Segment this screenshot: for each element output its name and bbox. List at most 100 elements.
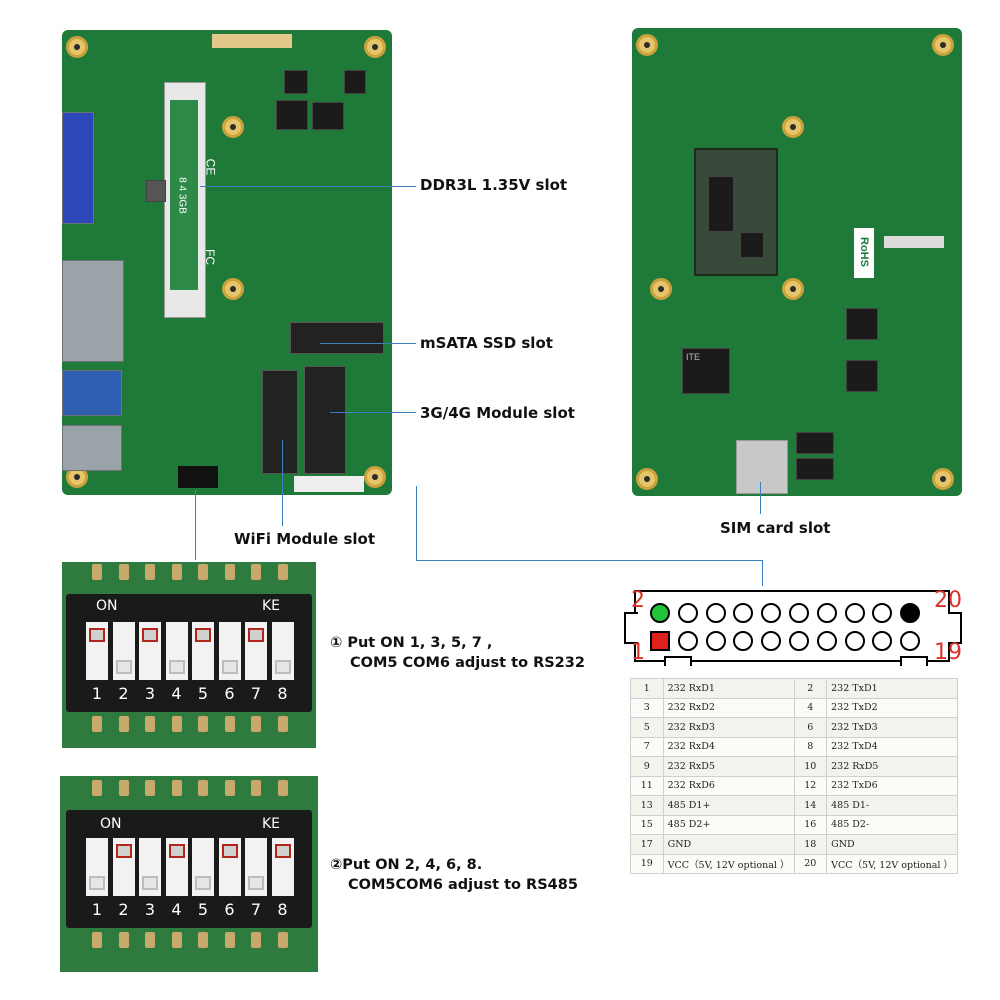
pin-label-19: 19 <box>934 640 962 665</box>
rs232-note-line2: COM5 COM6 adjust to RS232 <box>350 655 585 671</box>
rohs-text: RoHS <box>858 237 870 267</box>
pin-number-cell: 2 <box>793 678 828 699</box>
rohs-label: RoHS <box>854 228 874 278</box>
pin-number-cell: 9 <box>630 756 664 777</box>
mount-hole <box>932 34 954 56</box>
connector-pin-14 <box>816 603 837 623</box>
signal-cell: VCC（5V, 12V optional ） <box>662 853 795 874</box>
connector-pin-3 <box>677 631 698 651</box>
dip-switch-number: 1 <box>91 900 103 919</box>
signal-cell: 232 TxD3 <box>826 717 958 738</box>
connector-pin-16 <box>844 603 865 623</box>
mount-hole <box>364 466 386 488</box>
connector-side <box>624 612 638 644</box>
ite-chip: ITE <box>682 348 730 394</box>
dip-switch-number: 1 <box>91 684 103 703</box>
signal-cell: 232 TxD1 <box>826 678 958 699</box>
dip-pin-top <box>145 564 155 580</box>
dip-pin-top <box>92 564 102 580</box>
dip-pin-bottom <box>251 932 261 948</box>
ce-mark: CE <box>203 158 218 176</box>
mount-hole <box>782 278 804 300</box>
dip-pin-bottom <box>198 716 208 732</box>
dip-switch-knob <box>221 844 238 858</box>
dip-switch-7 <box>245 838 267 896</box>
mount-hole <box>650 278 672 300</box>
dip-pin-top <box>224 780 235 796</box>
pin-number-cell: 16 <box>793 814 828 835</box>
module-slot-label: 3G/4G Module slot <box>420 404 575 422</box>
chip <box>284 70 308 94</box>
signal-cell: 232 TxD4 <box>826 736 958 757</box>
dip-pin-bottom <box>92 932 102 948</box>
signal-cell: 485 D1+ <box>662 795 795 816</box>
dip-switch-5 <box>192 622 214 680</box>
msata-slot-label: mSATA SSD slot <box>420 334 553 352</box>
leader-dip <box>195 490 196 560</box>
pin-number-cell: 1 <box>630 678 664 699</box>
connector-pin-2 <box>650 603 670 623</box>
dip-switch-knob <box>89 628 105 642</box>
dip-switch-6 <box>218 838 241 896</box>
dip-pin-bottom <box>251 716 261 732</box>
dip-switch-knob <box>221 660 238 674</box>
dip-pin-bottom <box>171 932 182 948</box>
connector-pin-17 <box>872 631 893 651</box>
signal-cell: VCC（5V, 12V optional ） <box>826 853 958 874</box>
mount-hole <box>636 468 658 490</box>
ram-sticker-text: 8 4 3GB <box>176 177 188 214</box>
dip-switch-knob <box>142 876 158 890</box>
mount-hole <box>364 36 386 58</box>
mount-hole <box>782 116 804 138</box>
dip-pin-bottom <box>277 932 288 948</box>
pin-number-cell: 17 <box>630 834 664 855</box>
ram-sticker: 8 4 3GB <box>170 100 198 290</box>
signal-cell: 232 RxD4 <box>662 736 795 757</box>
pin-number-cell: 19 <box>630 853 664 874</box>
connector-pin-7 <box>733 631 754 651</box>
lan-port <box>62 260 124 362</box>
pin-number-cell: 6 <box>793 717 828 738</box>
dip-pin-top <box>92 780 102 796</box>
header-connector <box>212 34 292 48</box>
usb-port <box>62 425 122 471</box>
mount-hole <box>222 278 244 300</box>
dip-pin-bottom <box>92 716 102 732</box>
dip-pin-top <box>118 564 129 580</box>
com-connector <box>634 590 950 662</box>
dip-switch-knob <box>195 628 211 642</box>
connector-pin-15 <box>844 631 865 651</box>
signal-cell: 232 RxD6 <box>662 775 795 796</box>
dip-switch-3 <box>139 622 161 680</box>
rs232-note-line1: ① Put ON 1, 3, 5, 7 , <box>330 635 493 651</box>
pin-number-cell: 12 <box>793 775 828 796</box>
motherboard-back: ITE RoHS <box>632 28 962 496</box>
dip-switch-3 <box>139 838 161 896</box>
leader-ddr <box>200 186 416 187</box>
dip-switch-knob <box>89 876 105 890</box>
chip <box>276 100 308 130</box>
usb-port-blue <box>62 370 122 416</box>
pin-number-cell: 11 <box>630 775 664 796</box>
pin-label-1: 1 <box>631 640 645 665</box>
dip-switch-number: 7 <box>250 684 262 703</box>
header-connector <box>884 236 944 248</box>
dip-switch-number: 4 <box>171 684 182 703</box>
connector-pin-8 <box>733 603 754 623</box>
dip-switch-knob <box>274 844 291 858</box>
leader-sim <box>760 482 761 514</box>
ddr-slot-label: DDR3L 1.35V slot <box>420 176 568 194</box>
dip-on-label: ON <box>96 598 118 614</box>
rs485-note-line2: COM5COM6 adjust to RS485 <box>348 877 578 893</box>
dip-switch-number: 8 <box>277 900 288 919</box>
dip-switch-8 <box>271 838 294 896</box>
vga-port <box>62 112 94 224</box>
dip-switch-knob <box>195 876 211 890</box>
dip-switch-2 <box>112 622 135 680</box>
pin-number-cell: 10 <box>793 756 828 777</box>
